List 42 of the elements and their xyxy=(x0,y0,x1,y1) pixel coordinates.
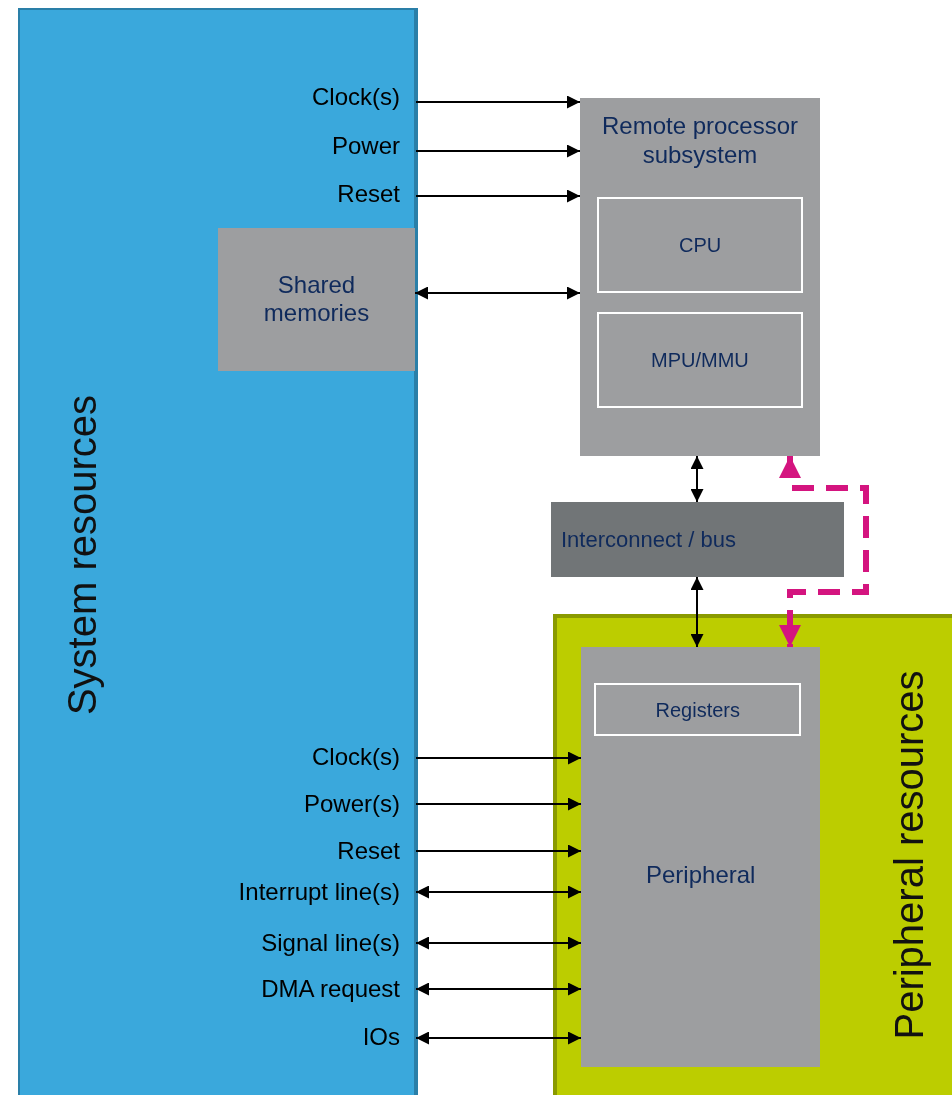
subsystem-box xyxy=(580,98,820,456)
arrow xyxy=(415,1031,582,1045)
signal-label: Clock(s) xyxy=(230,82,416,112)
arrow xyxy=(690,576,704,648)
signal-label: Power(s) xyxy=(200,789,416,819)
box-label: Interconnect / bus xyxy=(561,526,736,553)
registers-box xyxy=(594,683,801,736)
signal-label: IOs xyxy=(200,1022,416,1052)
signal-label: DMA request xyxy=(200,974,416,1004)
box-label: Peripheral xyxy=(646,860,756,890)
panel-title: Peripheral resources xyxy=(885,670,932,1040)
signal-label: Power xyxy=(230,131,416,161)
arrow xyxy=(414,286,581,300)
peripheral-box xyxy=(581,647,820,1067)
box-label: MPU/MMU xyxy=(651,348,749,372)
memory-box xyxy=(218,228,415,371)
signal-label: Clock(s) xyxy=(200,742,416,772)
arrow xyxy=(415,885,582,899)
box-label: Registers xyxy=(655,697,740,722)
arrow xyxy=(415,936,582,950)
box-heading: Remote processor subsystem xyxy=(600,112,800,170)
box-label: CPU xyxy=(679,233,722,257)
arrow xyxy=(415,844,582,858)
signal-label: Reset xyxy=(200,836,416,866)
box-label: Shared memories xyxy=(262,270,371,329)
cpu-box xyxy=(597,197,803,293)
arrow xyxy=(415,189,581,203)
signal-label: Signal line(s) xyxy=(200,928,416,958)
mmu-box xyxy=(597,312,803,408)
panel-title: System resources xyxy=(59,394,106,716)
arrow xyxy=(690,455,704,503)
arrow xyxy=(415,751,582,765)
arrow xyxy=(415,797,582,811)
arrow xyxy=(415,982,582,996)
bus-box xyxy=(551,502,844,577)
arrow xyxy=(415,95,581,109)
signal-label: Reset xyxy=(230,179,416,209)
arrow xyxy=(779,456,869,647)
arrow xyxy=(415,144,581,158)
peripheral-panel xyxy=(553,614,952,1095)
system-panel xyxy=(18,8,418,1095)
signal-label: Interrupt line(s) xyxy=(200,877,416,907)
